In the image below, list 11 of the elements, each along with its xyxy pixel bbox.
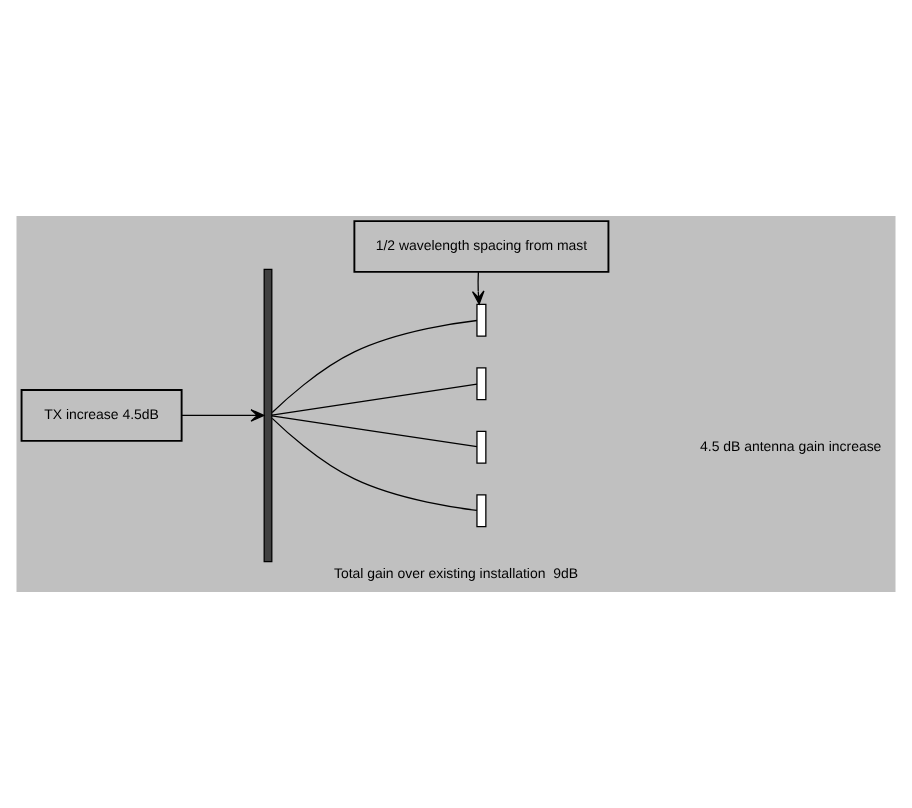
node-box: [476, 303, 487, 337]
node-box: [476, 430, 487, 464]
node-box: [476, 494, 487, 528]
node-box: [476, 367, 487, 401]
node-bar: [263, 268, 273, 563]
connector: [271, 417, 478, 511]
connector: [271, 415, 478, 448]
arrow: [471, 271, 485, 305]
connector: [271, 319, 478, 414]
connector: [271, 383, 478, 416]
arrow: [181, 409, 265, 422]
